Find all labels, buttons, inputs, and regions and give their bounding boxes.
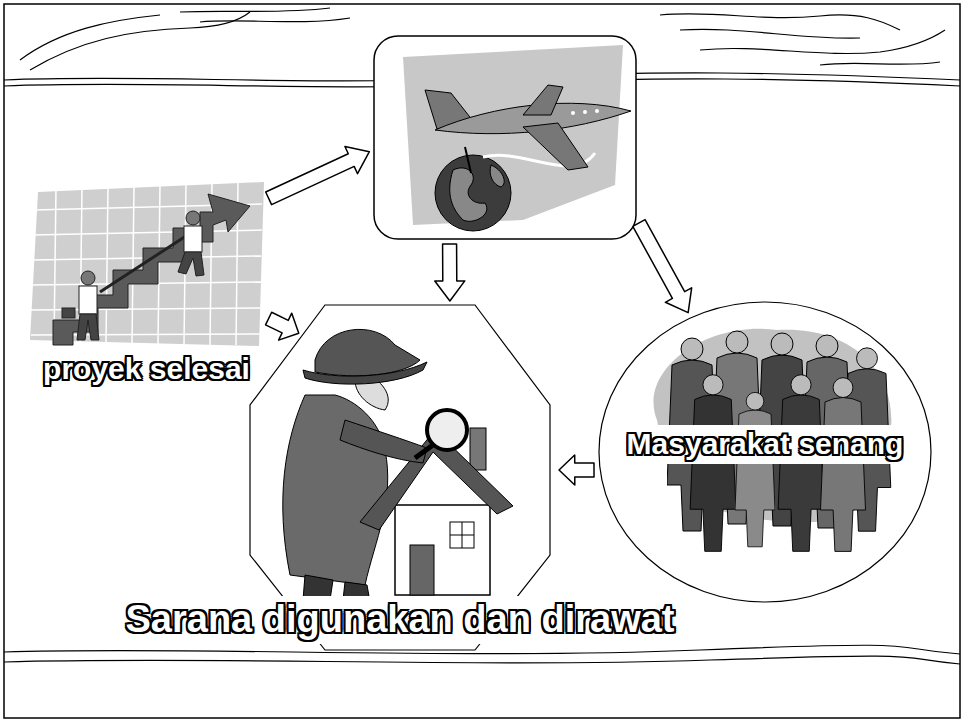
airplane (523, 123, 588, 170)
globe (450, 168, 487, 221)
block-arrow (633, 220, 692, 313)
magnifying-glass (340, 420, 427, 463)
travel-illustration (373, 35, 637, 240)
climbing-people (79, 286, 97, 314)
grid-lines (132, 186, 134, 343)
climbing-people (186, 211, 200, 225)
globe (435, 155, 511, 231)
grid-lines (54, 189, 56, 342)
top-border-band (180, 8, 330, 12)
bottom-border-band (4, 656, 960, 664)
globe (435, 147, 511, 231)
node-label: proyek selesai (39, 352, 254, 387)
house (450, 535, 474, 536)
block-arrow (559, 455, 594, 485)
growth-illustration (30, 182, 264, 346)
ellipse-node: Masyarakat senang (597, 300, 933, 604)
people (821, 378, 866, 552)
page-frame (4, 4, 960, 718)
node-label: Sarana digunakan dan dirawat (115, 596, 684, 644)
house (395, 505, 490, 595)
top-border-band (680, 29, 860, 38)
climbing-people (77, 314, 99, 340)
rounded-box (373, 35, 637, 240)
top-border-band (700, 30, 945, 54)
bottom-border-band (4, 645, 960, 664)
airplane (583, 110, 587, 114)
magnifying-glass (340, 410, 467, 463)
block-arrow (266, 146, 370, 204)
airplane (425, 85, 631, 170)
globe (465, 147, 471, 173)
top-border-band (20, 15, 160, 60)
climbing-people (62, 308, 75, 318)
travel-illustration (374, 36, 636, 239)
block-arrow (266, 312, 299, 340)
octagon-node: Sarana digunakan dan dirawat (245, 300, 555, 655)
magnifying-glass (415, 445, 433, 458)
house (470, 428, 486, 470)
house (450, 522, 474, 548)
node-label: Masyarakat senang (617, 425, 914, 464)
growth-illustration (28, 180, 265, 348)
climbing-people (178, 252, 204, 276)
grid-lines (106, 187, 108, 343)
climbing-people (62, 211, 204, 340)
top-border-band (200, 18, 350, 22)
climbing-people (100, 236, 186, 292)
climbing-people (184, 226, 202, 252)
magnifying-glass (427, 410, 467, 450)
detective (315, 329, 420, 375)
grid-lines (31, 182, 262, 345)
house (410, 545, 434, 595)
stair-arrow (53, 194, 250, 345)
airplane (571, 111, 575, 115)
people (735, 392, 775, 546)
climbing-people (81, 271, 95, 285)
block-arrow (435, 244, 465, 301)
detective (283, 395, 388, 585)
image-panel: proyek selesai (28, 180, 265, 391)
bottom-border-band (4, 645, 960, 654)
crowd-illustration (599, 302, 931, 602)
detective (303, 362, 427, 384)
top-border-band (660, 14, 900, 30)
airplane (523, 85, 563, 115)
top-border-band (820, 62, 940, 65)
globe (490, 165, 504, 187)
airplane (595, 109, 599, 113)
